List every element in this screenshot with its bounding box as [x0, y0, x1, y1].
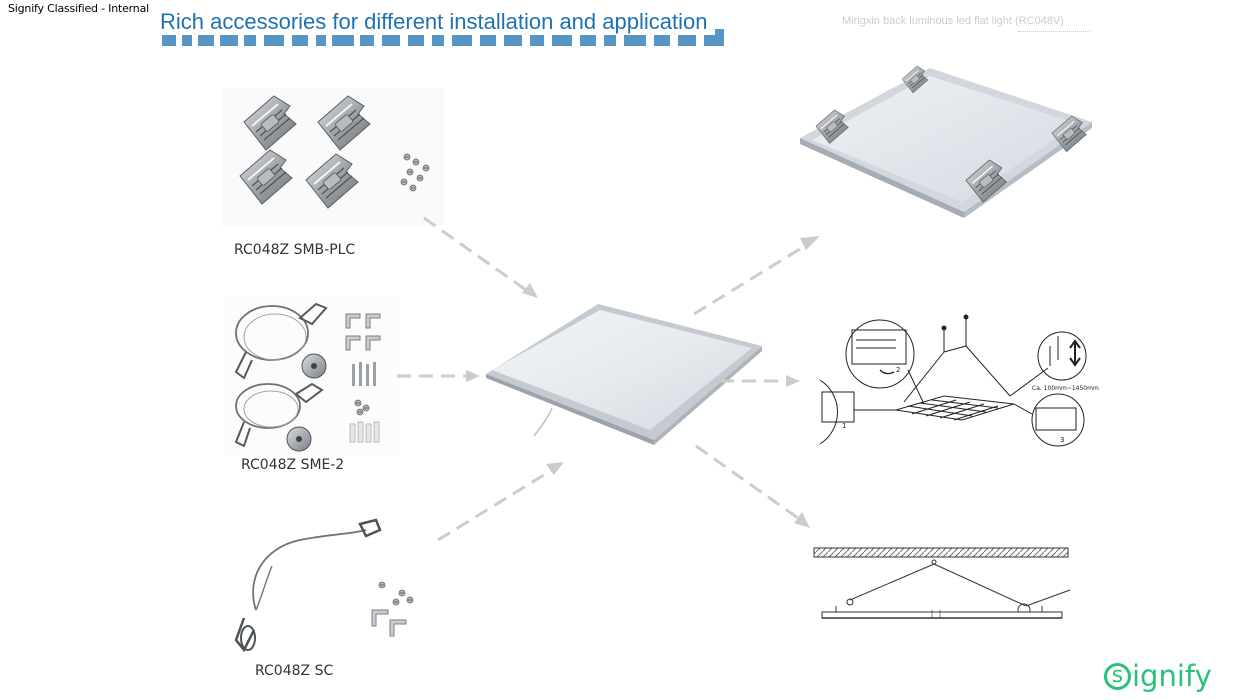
- spring-clips-icon: [222, 88, 444, 226]
- accessory-label-sme-2: RC048Z SME-2: [241, 457, 345, 473]
- flow-arrows: [397, 216, 809, 542]
- classification-label: Signify Classified - Internal: [8, 2, 149, 15]
- svg-text:1: 1: [842, 422, 846, 430]
- recessed-installation-icon: [800, 65, 1092, 218]
- logo-s-icon: s: [1104, 662, 1131, 690]
- safety-cable-icon: [234, 518, 414, 653]
- central-panel-image: [486, 304, 762, 445]
- signify-logo: s ignify: [1104, 656, 1212, 696]
- arrow-panel-to-recessed: [693, 242, 809, 316]
- subtitle-ghost-artifact: [1018, 31, 1090, 35]
- suspended-installation-diagram-icon: 2 1 Ca. 100mm~1450mm: [819, 314, 1099, 447]
- arrow-cable-to-panel: [437, 468, 553, 542]
- arrow-heads: [466, 236, 820, 528]
- suspension-kit-icon: [224, 296, 400, 456]
- accessory-label-smb-plc: RC048Z SMB-PLC: [234, 242, 356, 258]
- page-subtitle: Mingxin back luminous led flat light (RC…: [842, 15, 1064, 27]
- arrow-panel-to-surface: [695, 444, 799, 520]
- accessory-label-sc: RC048Z SC: [255, 663, 334, 679]
- suspension-height-label: Ca. 100mm~1450mm: [1032, 385, 1099, 392]
- page-title: Rich accessories for different installat…: [160, 9, 716, 35]
- surface-cable-diagram-icon: [813, 547, 1071, 619]
- svg-text:2: 2: [896, 366, 900, 374]
- logo-wordmark: ignify: [1132, 659, 1212, 693]
- svg-text:3: 3: [1060, 436, 1064, 444]
- arrow-clips-to-panel: [423, 216, 527, 292]
